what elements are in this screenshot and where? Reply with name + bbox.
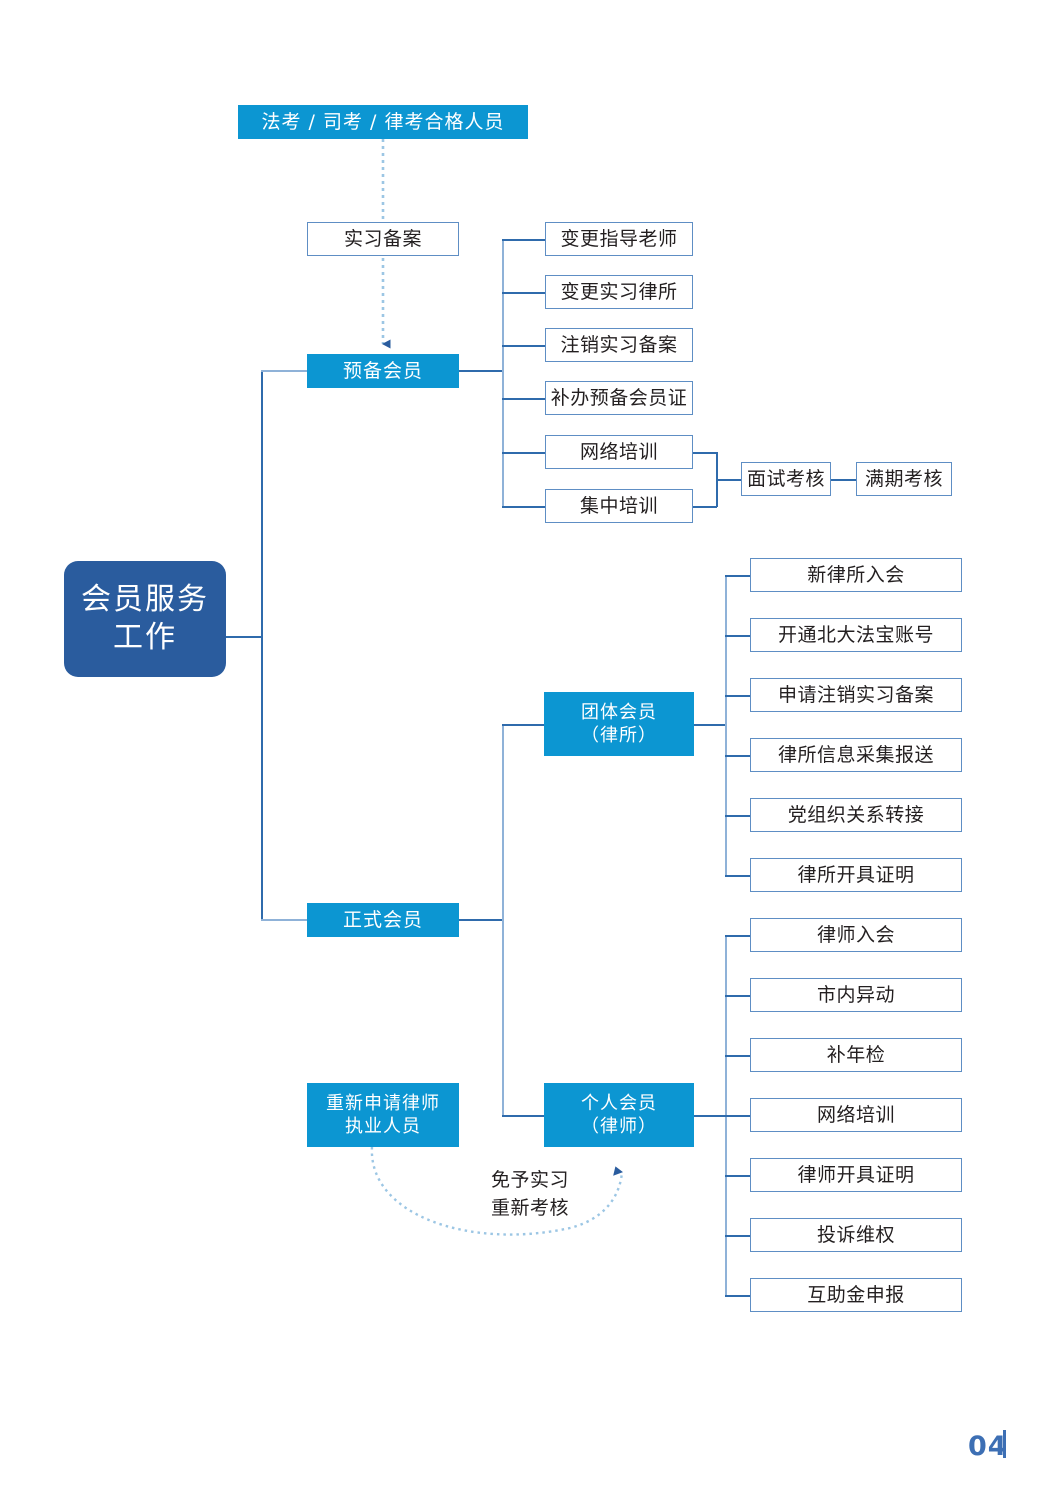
connector-root-out [226,636,262,638]
connector-individual-child-3 [725,1115,751,1117]
node-prep-member[interactable]: 预备会员 [307,354,459,388]
node-individual-child-4[interactable]: 律师开具证明 [750,1158,962,1192]
node-individual-child-6[interactable]: 互助金申报 [750,1278,962,1312]
node-individual-child-0[interactable]: 律师入会 [750,918,962,952]
page-number: 04 [968,1431,1008,1462]
connector-group-bracket [725,575,727,875]
connector-spine-to-formal [261,919,308,921]
node-prep-child-3[interactable]: 补办预备会员证 [545,381,693,415]
node-group-child-2[interactable]: 申请注销实习备案 [750,678,962,712]
node-prep-child-0[interactable]: 变更指导老师 [545,222,693,256]
connector-individual-child-2 [725,1055,751,1057]
node-internship-filing[interactable]: 实习备案 [307,222,459,256]
connector-group-training-out [691,506,717,508]
connector-spine-to-prep [261,370,308,372]
connector-prep-child-0 [502,239,546,241]
connector-group-child-3 [725,755,751,757]
node-prep-child-5[interactable]: 集中培训 [545,489,693,523]
connector-formal-out [459,919,503,921]
connector-merge-to-interview [716,479,742,481]
page-number-bar [1003,1430,1006,1458]
node-reapply-lawyer[interactable]: 重新申请律师 执业人员 [307,1083,459,1147]
connector-individual-out [694,1115,726,1117]
connector-formal-bracket [502,724,504,1116]
connector-formal-to-group [502,724,544,726]
node-final-assessment[interactable]: 满期考核 [856,462,952,496]
node-group-child-1[interactable]: 开通北大法宝账号 [750,618,962,652]
node-group-child-3[interactable]: 律所信息采集报送 [750,738,962,772]
node-root-title[interactable]: 会员服务 工作 [64,561,226,677]
node-group-child-4[interactable]: 党组织关系转接 [750,798,962,832]
connector-group-child-4 [725,815,751,817]
node-prep-child-4[interactable]: 网络培训 [545,435,693,469]
connector-group-child-0 [725,575,751,577]
node-individual-child-1[interactable]: 市内异动 [750,978,962,1012]
node-individual-child-2[interactable]: 补年检 [750,1038,962,1072]
edge-label-exempt-internship: 免予实习 重新考核 [490,1169,569,1219]
node-individual-child-5[interactable]: 投诉维权 [750,1218,962,1252]
node-entry[interactable]: 法考 / 司考 / 律考合格人员 [238,105,528,139]
connector-prep-child-4 [502,452,546,454]
connector-individual-child-5 [725,1235,751,1237]
connector-individual-child-6 [725,1295,751,1297]
node-individual-child-3[interactable]: 网络培训 [750,1098,962,1132]
node-interview-assessment[interactable]: 面试考核 [741,462,831,496]
connector-group-child-5 [725,875,751,877]
connector-group-out [694,724,726,726]
connector-individual-child-1 [725,995,751,997]
node-group-member[interactable]: 团体会员 （律所） [544,692,694,756]
node-group-child-0[interactable]: 新律所入会 [750,558,962,592]
node-prep-child-1[interactable]: 变更实习律所 [545,275,693,309]
connector-prep-out [459,370,503,372]
node-prep-child-2[interactable]: 注销实习备案 [545,328,693,362]
connector-prep-child-1 [502,292,546,294]
connector-individual-child-4 [725,1175,751,1177]
connector-prep-child-3 [502,398,546,400]
connector-group-child-1 [725,635,751,637]
connector-online-training-out [691,452,717,454]
connector-individual-child-0 [725,935,751,937]
connector-formal-to-individual [502,1115,544,1117]
node-formal-member[interactable]: 正式会员 [307,903,459,937]
connector-interview-to-final [831,479,856,481]
connector-spine-main [261,371,263,920]
connector-prep-bracket [502,239,504,507]
node-group-child-5[interactable]: 律所开具证明 [750,858,962,892]
connector-prep-child-5 [502,506,546,508]
connector-group-child-2 [725,695,751,697]
connector-prep-child-2 [502,345,546,347]
node-individual-member[interactable]: 个人会员 （律师） [544,1083,694,1147]
